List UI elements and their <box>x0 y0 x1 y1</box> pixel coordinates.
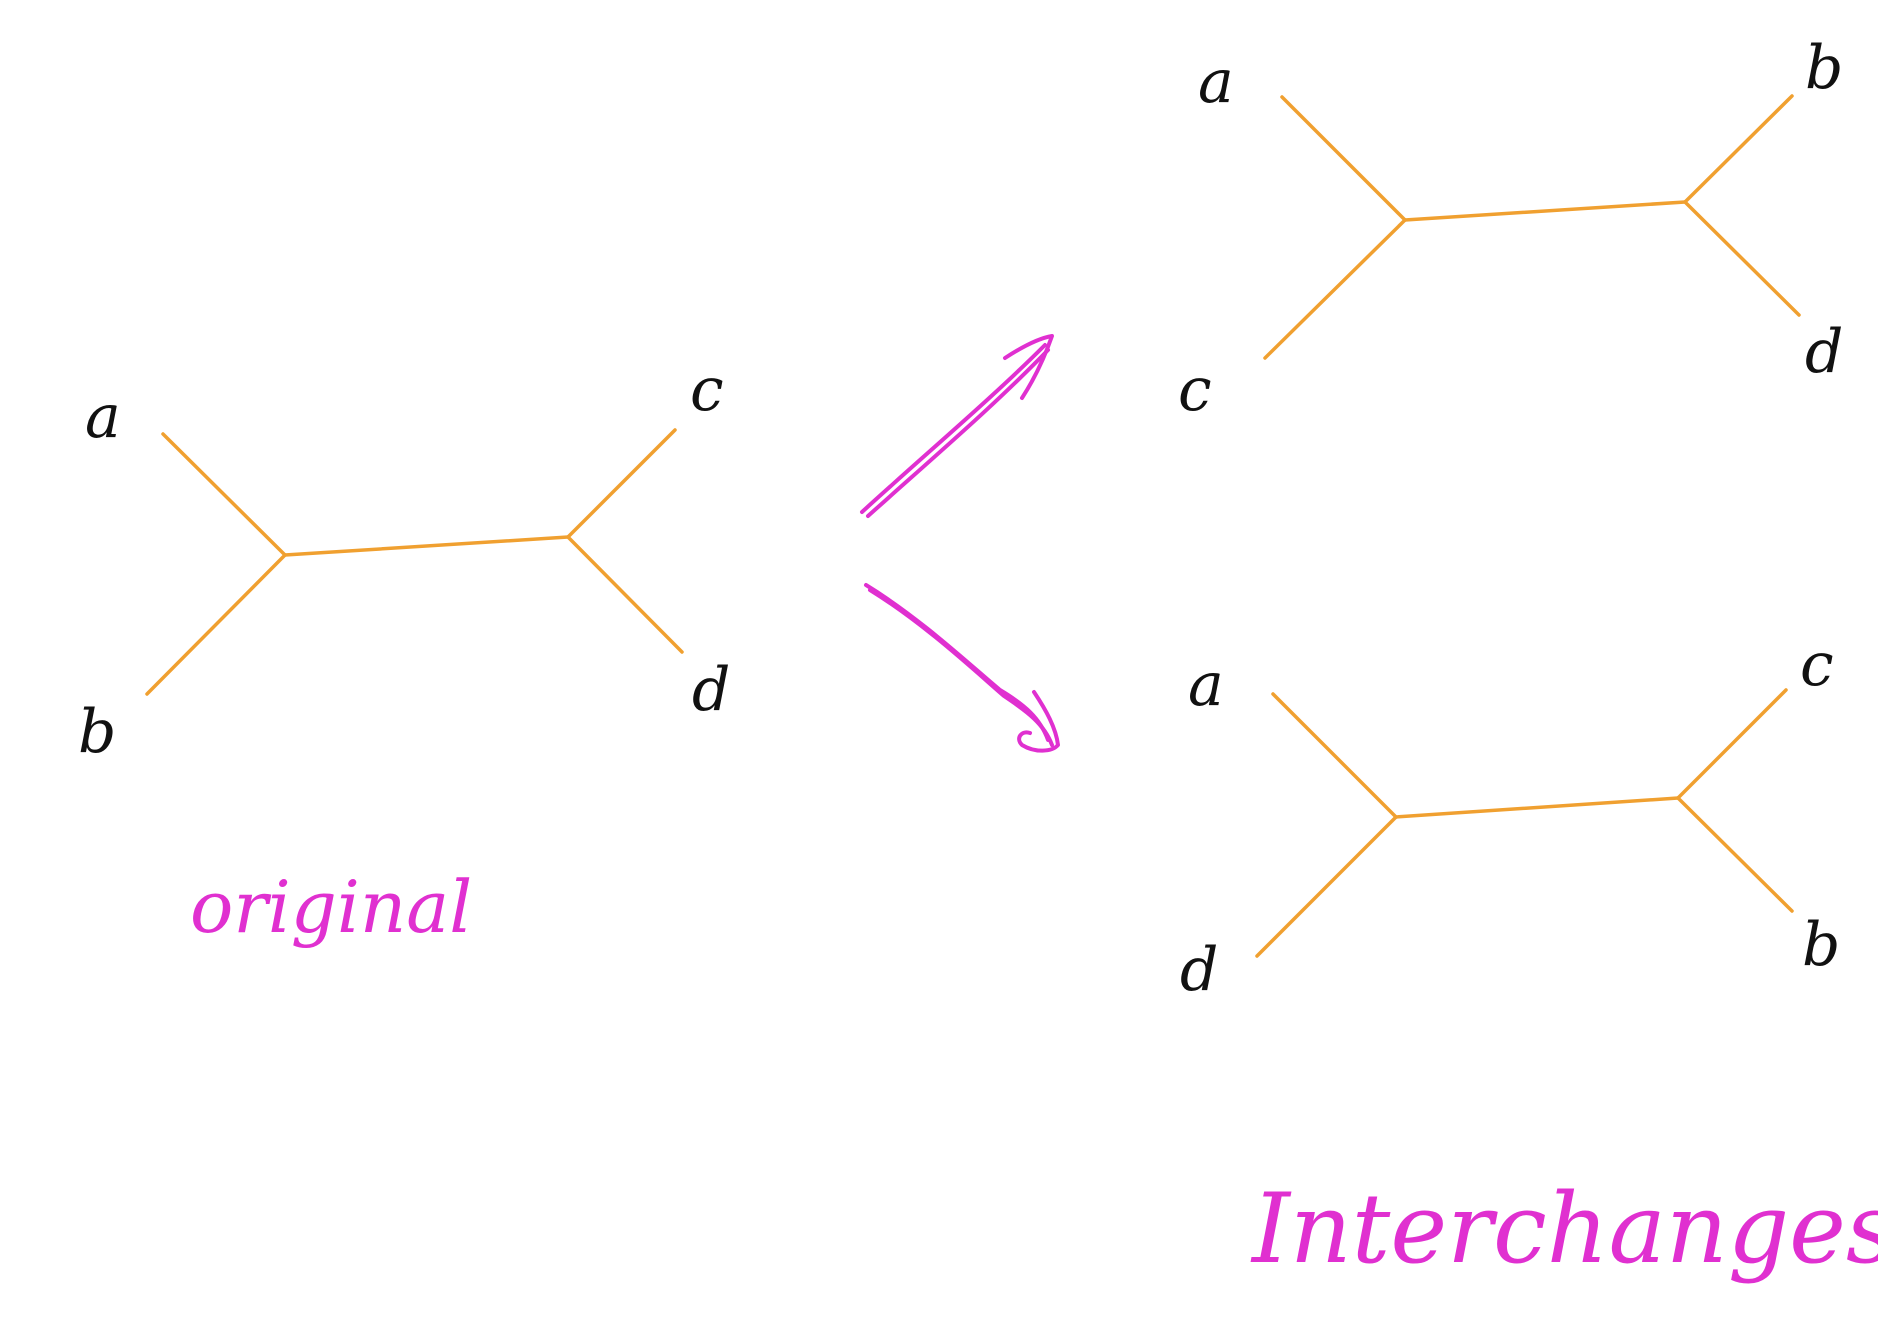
edge-interchange1-internal <box>1403 200 1687 222</box>
leaf-label-interchange2-a: a <box>1188 650 1224 720</box>
edge-interchange2-d <box>1255 815 1398 958</box>
edge-interchange2-a <box>1271 692 1398 819</box>
edge-interchange1-c <box>1263 218 1407 360</box>
leaf-label-interchange2-d: d <box>1180 935 1218 1005</box>
leaf-label-interchange1-d: d <box>1805 317 1843 387</box>
leaf-label-original-b: b <box>78 697 116 767</box>
caption-original: original <box>190 865 472 949</box>
leaf-label-interchange1-c: c <box>1178 355 1212 425</box>
arrow-up-head <box>1003 334 1054 400</box>
leaf-label-interchange2-c: c <box>1800 630 1834 700</box>
edge-interchange2-b <box>1676 796 1794 913</box>
edge-original-a <box>161 432 287 557</box>
leaf-label-interchange1-b: b <box>1805 33 1843 103</box>
edge-interchange1-a <box>1280 95 1407 222</box>
leaf-label-original-c: c <box>690 355 724 425</box>
arrow-down-shaft-stroke2 <box>868 588 1054 747</box>
edge-original-b <box>145 553 287 696</box>
edge-interchange1-d <box>1683 200 1801 317</box>
leaf-label-interchange1-a: a <box>1198 47 1234 117</box>
leaf-label-original-a: a <box>85 382 121 452</box>
arrow-down <box>864 583 1060 753</box>
arrow-up-shaft-stroke2 <box>866 348 1050 518</box>
edge-interchange1-b <box>1683 94 1794 204</box>
edge-original-d <box>566 535 684 654</box>
arrow-down-head <box>1017 690 1060 753</box>
edge-interchange2-internal <box>1394 796 1680 819</box>
tree-interchange-1: a c b d <box>1178 33 1843 425</box>
leaf-label-original-d: d <box>692 655 730 725</box>
caption-interchanges: Interchanges <box>1250 1173 1878 1285</box>
edge-original-internal <box>283 535 570 557</box>
arrow-up <box>860 334 1054 518</box>
edge-original-c <box>566 428 677 539</box>
arrow-down-shaft <box>864 583 1050 742</box>
edge-interchange2-c <box>1676 688 1788 800</box>
tree-original: a b c d <box>78 355 730 767</box>
leaf-label-interchange2-b: b <box>1802 910 1840 980</box>
arrow-up-shaft <box>860 343 1047 514</box>
tree-interchange-2: a d c b <box>1180 630 1840 1005</box>
